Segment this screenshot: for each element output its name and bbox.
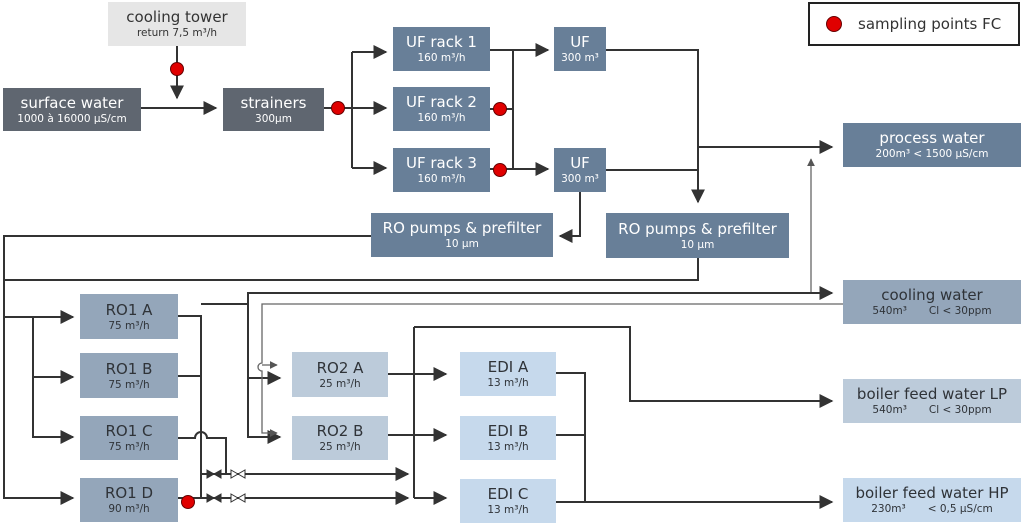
- node-boiler-feed-water-hp: boiler feed water HP 230m³< 0,5 µS/cm: [843, 478, 1021, 522]
- sampling-point: [170, 62, 184, 76]
- sampling-point: [493, 163, 507, 177]
- sampling-point-legend-icon: [826, 16, 842, 32]
- sampling-points: [170, 62, 507, 509]
- node-strainers: strainers 300µm: [223, 88, 324, 131]
- node-uf-tank-2: UF 300 m³: [554, 148, 606, 192]
- node-ro-pumps-2: RO pumps & prefilter 10 µm: [606, 213, 789, 258]
- node-ro2-b: RO2 B 25 m³/h: [292, 416, 388, 460]
- node-edi-a: EDI A 13 m³/h: [460, 352, 556, 396]
- node-edi-b: EDI B 13 m³/h: [460, 416, 556, 460]
- node-process-water: process water 200m³ < 1500 µS/cm: [843, 123, 1021, 167]
- node-ro-pumps-1: RO pumps & prefilter 10 µm: [371, 213, 553, 257]
- node-uf-tank-1: UF 300 m³: [554, 27, 606, 71]
- sampling-point: [331, 101, 345, 115]
- sampling-point: [181, 495, 195, 509]
- legend-label: sampling points FC: [858, 15, 1002, 33]
- node-ro1-d: RO1 D 90 m³/h: [80, 478, 178, 522]
- node-edi-c: EDI C 13 m³/h: [460, 479, 556, 523]
- node-ro2-a: RO2 A 25 m³/h: [292, 352, 388, 397]
- valve-icons: [206, 469, 246, 503]
- node-surface-water: surface water 1000 à 16000 µS/cm: [3, 88, 141, 131]
- sampling-point: [493, 102, 507, 116]
- node-ro1-c: RO1 C 75 m³/h: [80, 416, 178, 460]
- node-cooling-tower: cooling tower return 7,5 m³/h: [108, 2, 246, 46]
- node-ro1-b: RO1 B 75 m³/h: [80, 353, 178, 398]
- node-uf-rack-2: UF rack 2 160 m³/h: [393, 87, 490, 131]
- node-ro1-a: RO1 A 75 m³/h: [80, 294, 178, 339]
- node-uf-rack-1: UF rack 1 160 m³/h: [393, 27, 490, 71]
- node-uf-rack-3: UF rack 3 160 m³/h: [393, 148, 490, 192]
- legend: sampling points FC: [808, 2, 1020, 46]
